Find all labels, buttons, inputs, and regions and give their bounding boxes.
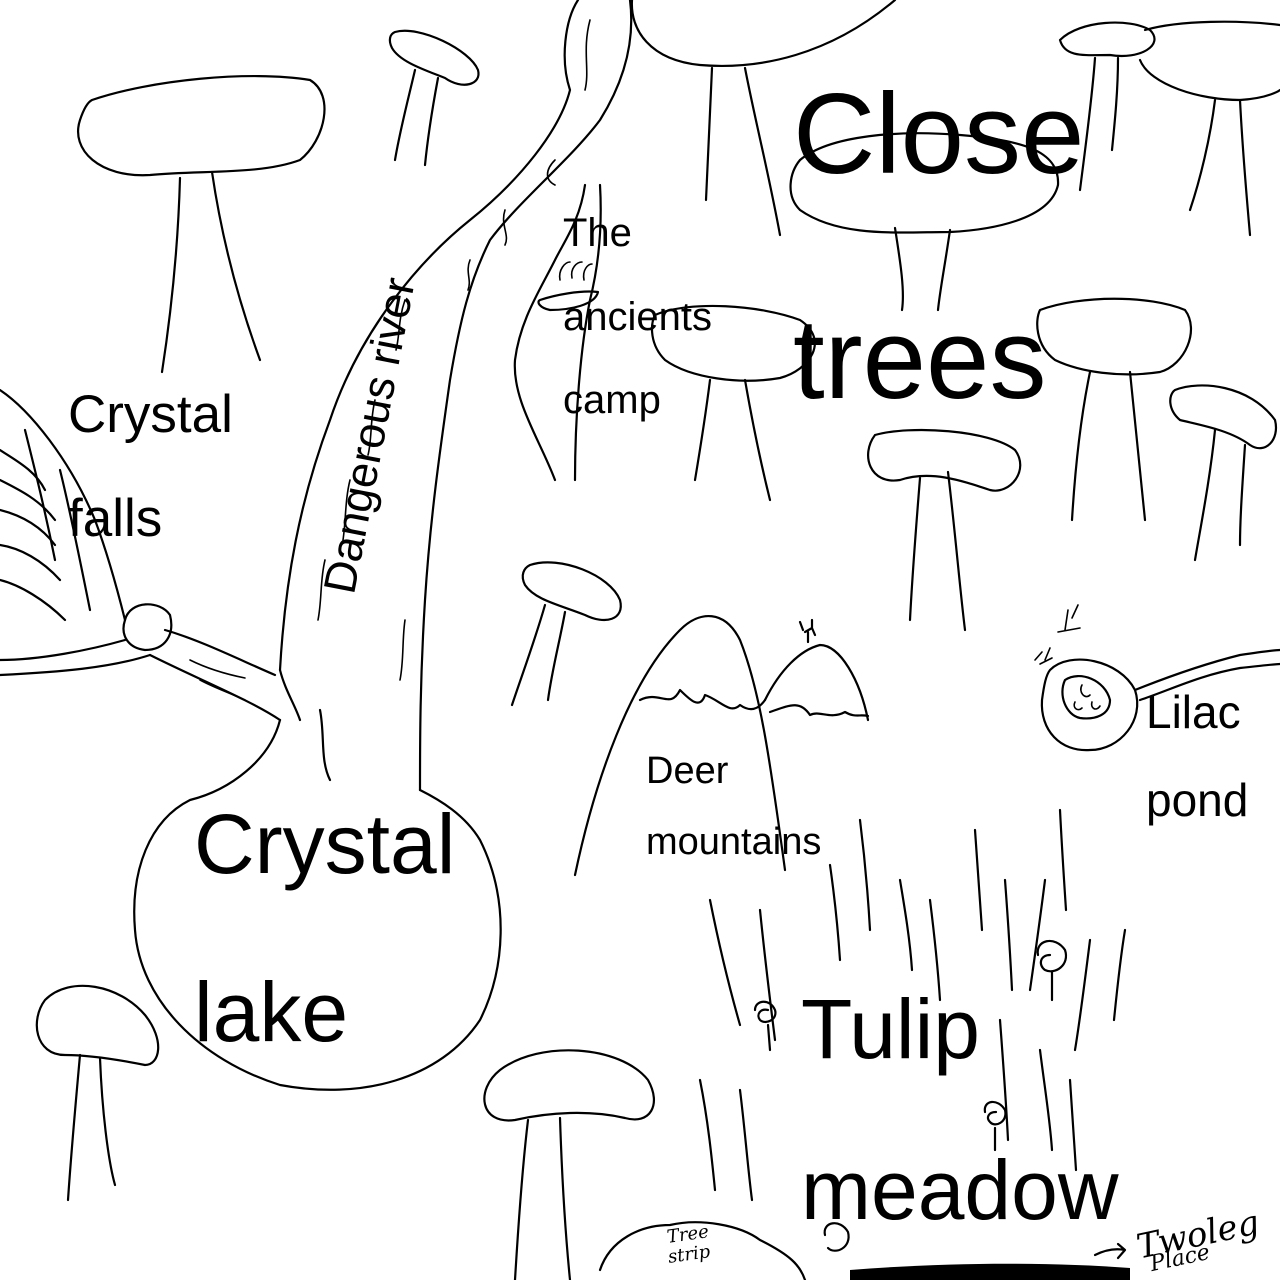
tree-right-edge [1169, 384, 1278, 562]
crystal-lake-label-line2: lake [194, 965, 349, 1059]
deer-mountains [573, 615, 870, 877]
crystal-falls-label-line1: Crystal [68, 385, 233, 444]
close-trees-label-line1: Close [793, 71, 1085, 198]
tree-mid-left-canopy [650, 304, 816, 502]
tree-center-small [510, 561, 622, 707]
camp-branch [513, 183, 602, 482]
tulip-meadow-label-line1: Tulip [801, 982, 980, 1076]
tree-close-big [789, 132, 1060, 312]
crystal-lake-label-line1: Crystal [194, 797, 456, 891]
lilac-pond-label-line1: Lilac [1146, 686, 1241, 738]
close-trees-label-line2: trees [793, 296, 1047, 423]
tulip-meadow-label-line2: meadow [801, 1143, 1119, 1237]
crystal-falls [0, 388, 282, 722]
lilac-pond [1034, 604, 1280, 752]
twoleg-place-boundary [850, 1242, 1130, 1280]
crystal-lake-outline [133, 718, 502, 1091]
deer-mountains-label-line2: mountains [646, 821, 822, 863]
tree-top-left [77, 74, 326, 374]
tree-strip-outline [598, 1221, 807, 1280]
tree-top-center [630, 0, 897, 237]
ancients-camp-label-line1: The [563, 211, 632, 255]
tree-bottom-left [35, 984, 160, 1202]
ancients-camp-label-line3: camp [563, 378, 661, 422]
dangerous-river [278, 0, 633, 792]
tree-center-right [867, 428, 1022, 632]
tree-top-small [388, 29, 480, 167]
tulip-meadow-grass [698, 808, 1127, 1202]
tulip-flowers [753, 939, 1068, 1252]
deer-mountains-label-line1: Deer [646, 750, 729, 792]
tree-bottom-center [483, 1049, 655, 1280]
crystal-falls-label-line2: falls [68, 489, 163, 548]
tree-mid-right [1036, 297, 1193, 522]
lilac-pond-label-line2: pond [1146, 774, 1249, 826]
ancients-camp-label-line2: ancients [563, 295, 712, 339]
tree-top-right [1058, 20, 1280, 237]
